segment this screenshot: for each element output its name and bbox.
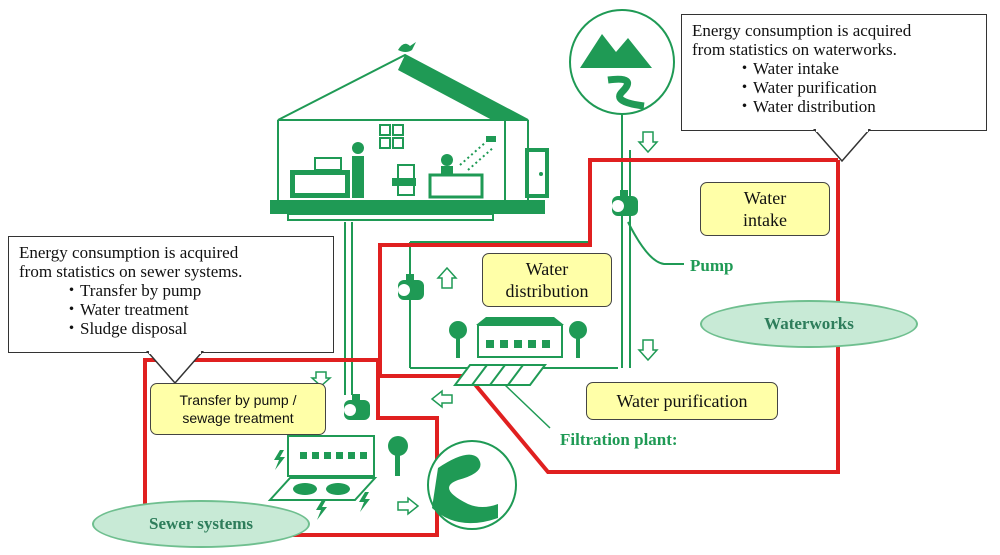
filtration-plant-label: Filtration plant: xyxy=(560,430,678,449)
waterworks-item: Water purification xyxy=(736,78,976,97)
water-intake-line1: Water xyxy=(743,188,787,208)
pump-icon xyxy=(612,190,638,216)
water-distribution-line1: Water xyxy=(525,259,569,279)
pump-icon xyxy=(398,274,424,300)
waterworks-callout-pointer xyxy=(813,129,871,163)
waterworks-item: Water intake xyxy=(736,59,976,78)
waterworks-callout: Energy consumption is acquired from stat… xyxy=(681,14,987,131)
water-distribution-line2: distribution xyxy=(505,281,589,301)
tree-icon xyxy=(569,321,587,358)
tree-icon xyxy=(388,436,408,476)
sewage-plant-icon xyxy=(267,435,378,501)
water-purification-tag: Water purification xyxy=(586,382,778,420)
arrow-icon xyxy=(310,131,659,516)
mountain-river-icon xyxy=(569,9,675,150)
transfer-tag: Transfer by pump / sewage treatment xyxy=(150,383,326,435)
tree-icon xyxy=(449,321,467,358)
sewer-item: Transfer by pump xyxy=(63,281,323,300)
sewer-callout-line1: Energy consumption is acquired xyxy=(19,243,239,262)
transfer-line1: Transfer by pump / xyxy=(179,392,297,408)
waterworks-boundary xyxy=(378,158,840,474)
bird-icon xyxy=(398,42,416,52)
river-outlet-icon xyxy=(427,440,517,530)
sewer-callout-line2: from statistics on sewer systems. xyxy=(19,262,243,281)
sewer-item: Sludge disposal xyxy=(63,319,323,338)
filtration-plant-icon xyxy=(453,317,564,429)
lightning-icon xyxy=(316,500,327,520)
pump-icon xyxy=(344,394,370,420)
lightning-icon xyxy=(274,450,285,470)
transfer-line2: sewage treatment xyxy=(182,410,294,426)
water-distribution-tag: Water distribution xyxy=(482,253,612,307)
lightning-icon xyxy=(359,492,370,512)
waterworks-item: Water distribution xyxy=(736,97,976,116)
waterworks-callout-line2: from statistics on waterworks. xyxy=(692,40,897,59)
pump-label: Pump xyxy=(690,256,734,275)
water-purification-label: Water purification xyxy=(616,390,748,411)
window-icon xyxy=(379,124,404,149)
sewer-callout: Energy consumption is acquired from stat… xyxy=(8,236,334,353)
waterworks-ellipse: Waterworks xyxy=(700,300,918,348)
sewer-item: Water treatment xyxy=(63,300,323,319)
waterworks-callout-line1: Energy consumption is acquired xyxy=(692,21,912,40)
sewer-systems-ellipse: Sewer systems xyxy=(92,500,310,548)
water-intake-line2: intake xyxy=(743,210,787,230)
sewer-callout-pointer xyxy=(146,351,204,385)
house-icon xyxy=(270,42,549,221)
pipes xyxy=(344,150,684,395)
water-intake-tag: Water intake xyxy=(700,182,830,236)
